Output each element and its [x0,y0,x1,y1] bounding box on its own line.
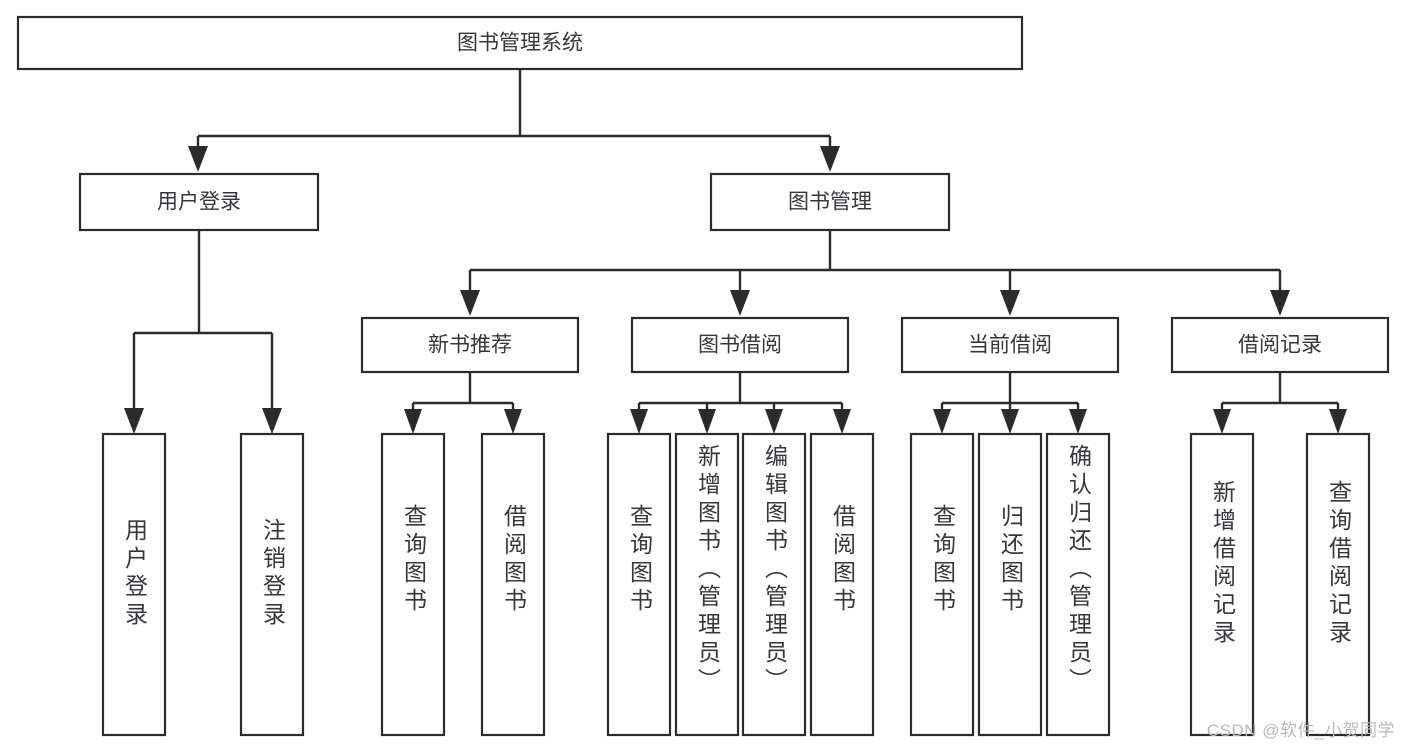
node-book-borrow-label: 图书借阅 [698,334,782,357]
arrow-head-leaf-return-book [1001,409,1019,434]
node-leaf-query-book-1-box[interactable] [380,432,446,737]
arrow-head-leaf-query-book-2 [630,409,648,434]
arrow-head-new-book-rec [460,290,480,316]
node-borrow-record-box[interactable] [1170,316,1390,374]
node-leaf-confirm-return-box[interactable] [1045,432,1111,737]
arrow-head-leaf-add-record [1213,409,1231,434]
node-leaf-query-book-3-box[interactable] [909,432,975,737]
node-current-borrow[interactable]: 当前借阅 [900,316,1120,374]
node-book-manage-box[interactable] [709,172,951,232]
arrow-head-borrow-record [1270,290,1290,316]
node-borrow-record-label: 借阅记录 [1238,334,1322,357]
node-root[interactable]: 图书管理系统 [16,15,1024,71]
arrow-head-leaf-query-book-1 [404,409,422,434]
arrow-head-current-borrow [1000,290,1020,316]
node-leaf-borrow-book-2-box[interactable] [809,432,875,737]
arrow-head-leaf-user-login [124,408,144,434]
node-leaf-user-login-box[interactable] [101,432,167,737]
arrow-head-bookmanage [820,146,840,172]
node-borrow-record[interactable]: 借阅记录 [1170,316,1390,374]
arrow-head-userlogin [188,146,208,172]
node-book-borrow[interactable]: 图书借阅 [630,316,850,374]
node-leaf-add-record-box[interactable] [1189,432,1255,737]
arrow-head-leaf-borrow-book-2 [833,409,851,434]
node-leaf-edit-book-box[interactable] [741,432,807,737]
node-leaf-borrow-book-1-box[interactable] [480,432,546,737]
node-current-borrow-box[interactable] [900,316,1120,374]
node-book-borrow-box[interactable] [630,316,850,374]
arrow-head-leaf-add-book [698,409,716,434]
node-leaf-return-book-box[interactable] [977,432,1043,737]
arrow-head-leaf-logout [262,408,282,434]
node-user-login-label: 用户登录 [157,191,241,214]
node-leaf-query-record-box[interactable] [1305,432,1371,737]
arrow-head-leaf-query-record [1329,409,1347,434]
node-new-book-rec[interactable]: 新书推荐 [360,316,580,374]
arrow-head-leaf-confirm-return [1069,409,1087,434]
csdn-watermark: CSDN @软件_小贺同学 [1206,721,1395,740]
node-leaf-add-book-box[interactable] [674,432,740,737]
node-current-borrow-label: 当前借阅 [968,334,1052,357]
arrow-head-leaf-borrow-book-1 [504,409,522,434]
arrow-head-book-borrow [730,290,750,316]
node-root-label: 图书管理系统 [457,32,583,55]
arrow-head-leaf-edit-book [765,409,783,434]
node-book-manage-label: 图书管理 [788,191,872,214]
node-new-book-rec-label: 新书推荐 [428,334,512,357]
arrow-head-leaf-query-book-3 [933,409,951,434]
node-user-login[interactable]: 用户登录 [78,172,320,232]
node-root-box[interactable] [16,15,1024,71]
node-leaf-logout-box[interactable] [239,432,305,737]
node-book-manage[interactable]: 图书管理 [709,172,951,232]
node-new-book-rec-box[interactable] [360,316,580,374]
node-leaf-query-book-2-box[interactable] [606,432,672,737]
